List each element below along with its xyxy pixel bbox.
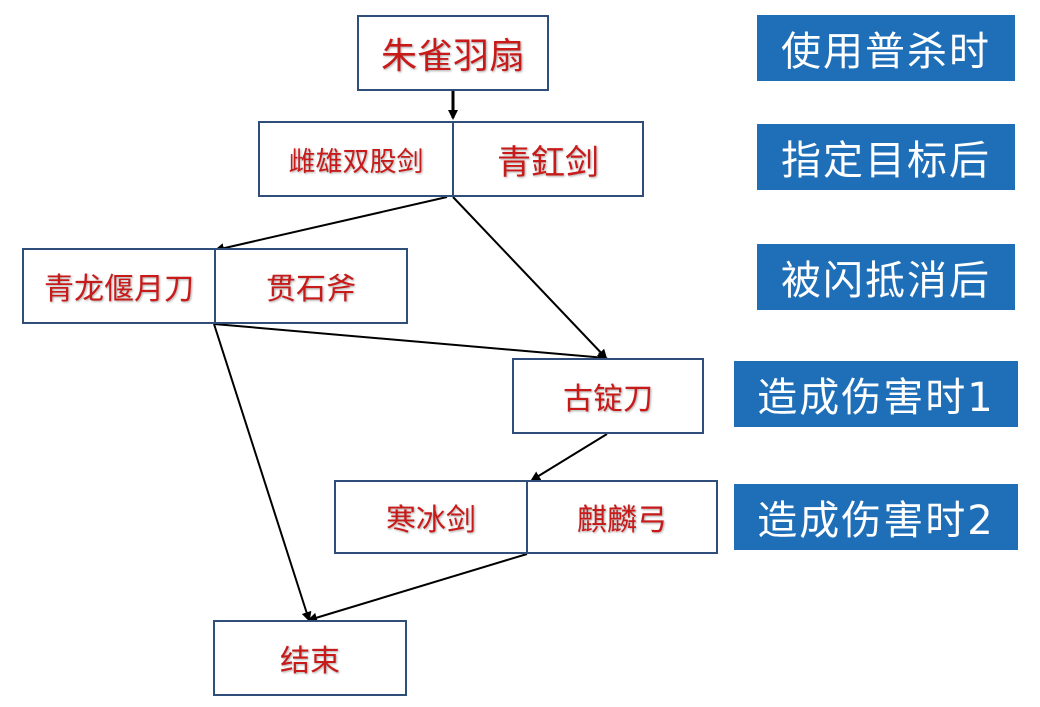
node-hanbing-jian: 寒冰剑 xyxy=(334,480,528,554)
arrow-guding-to-hanbing xyxy=(530,433,608,482)
stage-on-damage-1-label: 造成伤害时1 xyxy=(757,375,995,421)
stage-on-damage-2-label: 造成伤害时2 xyxy=(757,498,995,544)
node-qinggang-label: 青釭剑 xyxy=(497,142,599,183)
stage-use-sha-label: 使用普杀时 xyxy=(781,29,991,75)
arrow-qinggang-to-qinglong xyxy=(214,196,448,254)
node-qinggang: 青釭剑 xyxy=(452,121,644,197)
stage-on-damage-2: 造成伤害时2 xyxy=(734,484,1018,550)
stage-after-target-label: 指定目标后 xyxy=(781,138,991,184)
arrow-qinggang-to-guding xyxy=(452,196,608,360)
stage-after-dodge-label: 被闪抵消后 xyxy=(781,258,991,304)
node-qilin-gong: 麒麟弓 xyxy=(526,480,718,554)
node-hanbing-label: 寒冰剑 xyxy=(386,503,476,538)
node-zhuque-label: 朱雀羽扇 xyxy=(380,36,525,77)
node-cixiong-label: 雌雄双股剑 xyxy=(288,146,424,178)
arrow-weapons-to-end xyxy=(307,553,528,623)
node-end-label: 结束 xyxy=(280,644,340,679)
arrow-qinglong-to-guding xyxy=(213,323,608,363)
stage-use-sha: 使用普杀时 xyxy=(757,15,1015,81)
arrow-qinglong-to-end xyxy=(213,323,312,622)
node-end: 结束 xyxy=(213,620,407,696)
node-guanshi-label: 贯石斧 xyxy=(266,272,356,307)
node-qinglong-label: 青龙偃月刀 xyxy=(44,272,194,307)
stage-on-damage-1: 造成伤害时1 xyxy=(734,361,1018,427)
stage-after-target: 指定目标后 xyxy=(757,124,1015,190)
node-cixiong-shuanggu: 雌雄双股剑 xyxy=(258,121,454,197)
node-qinglong-yanyue: 青龙偃月刀 xyxy=(22,248,216,324)
node-qilin-label: 麒麟弓 xyxy=(577,503,667,538)
node-guding-dao: 古锭刀 xyxy=(512,358,704,434)
node-zhuque-yushan: 朱雀羽扇 xyxy=(357,15,549,91)
node-guanshi-fu: 贯石斧 xyxy=(214,248,408,324)
node-guding-label: 古锭刀 xyxy=(563,382,653,417)
stage-after-dodge: 被闪抵消后 xyxy=(757,244,1015,310)
